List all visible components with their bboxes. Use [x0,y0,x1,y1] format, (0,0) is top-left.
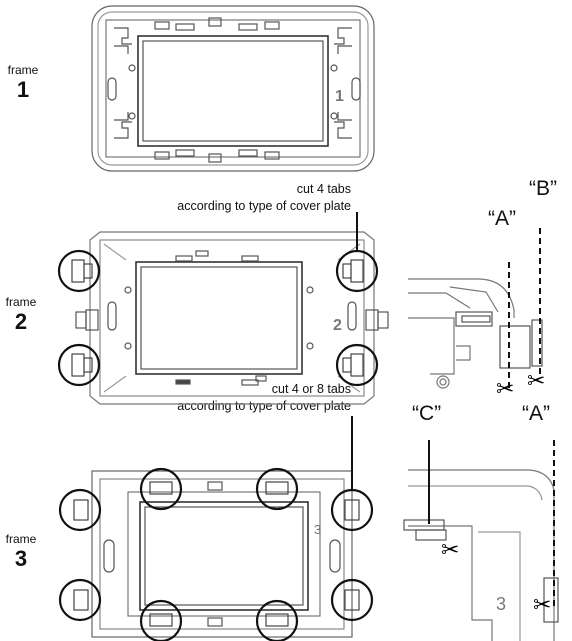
frame-3-label: frame 3 [0,533,42,570]
engraved-digit-frame2: 2 [333,317,342,334]
marker-c-detail3: “C” [412,402,442,425]
frame-3-note-line2: according to type of cover plate [177,399,351,413]
frame-2-number: 2 [14,309,28,334]
frame-3-cut-note: cut 4 or 8 tabs according to type of cov… [177,381,351,415]
frame-2-drawing [57,212,389,405]
engraved-digit-frame1: 1 [335,88,344,105]
engraved-digit-frame3: 3 [314,522,321,537]
detail-3-drawing: ✂ ✂ [403,440,559,641]
frame-1-number: 1 [16,77,30,102]
marker-b-detail2: “B” [529,177,557,200]
frame-2-tab-circles [57,249,379,387]
engraved-digit-detail3: 3 [496,594,506,614]
marker-a-detail3: “A” [522,402,550,425]
scissors-icon: ✂ [527,368,545,393]
frame-3-tab-circles [58,467,374,641]
frame-1-label: frame 1 [0,64,46,101]
frame-3-note-line1: cut 4 or 8 tabs [271,382,351,396]
frame-1-drawing [91,5,375,172]
scissors-icon: ✂ [441,537,459,562]
frame-1-word: frame [7,63,39,77]
frame-2-note-line1: cut 4 tabs [296,182,351,196]
frame-3-drawing [58,416,374,641]
marker-a-detail2: “A” [488,207,516,230]
frame-2-cut-note: cut 4 tabs according to type of cover pl… [177,181,351,215]
frame-3-number: 3 [14,546,28,571]
frame-3-word: frame [5,532,37,546]
scissors-icon: ✂ [533,592,551,617]
frame-2-label: frame 2 [0,296,42,333]
frame-2-note-line2: according to type of cover plate [177,199,351,213]
frame-2-word: frame [5,295,37,309]
scissors-icon: ✂ [496,376,514,401]
detail-2-drawing: ✂ ✂ [408,228,545,401]
